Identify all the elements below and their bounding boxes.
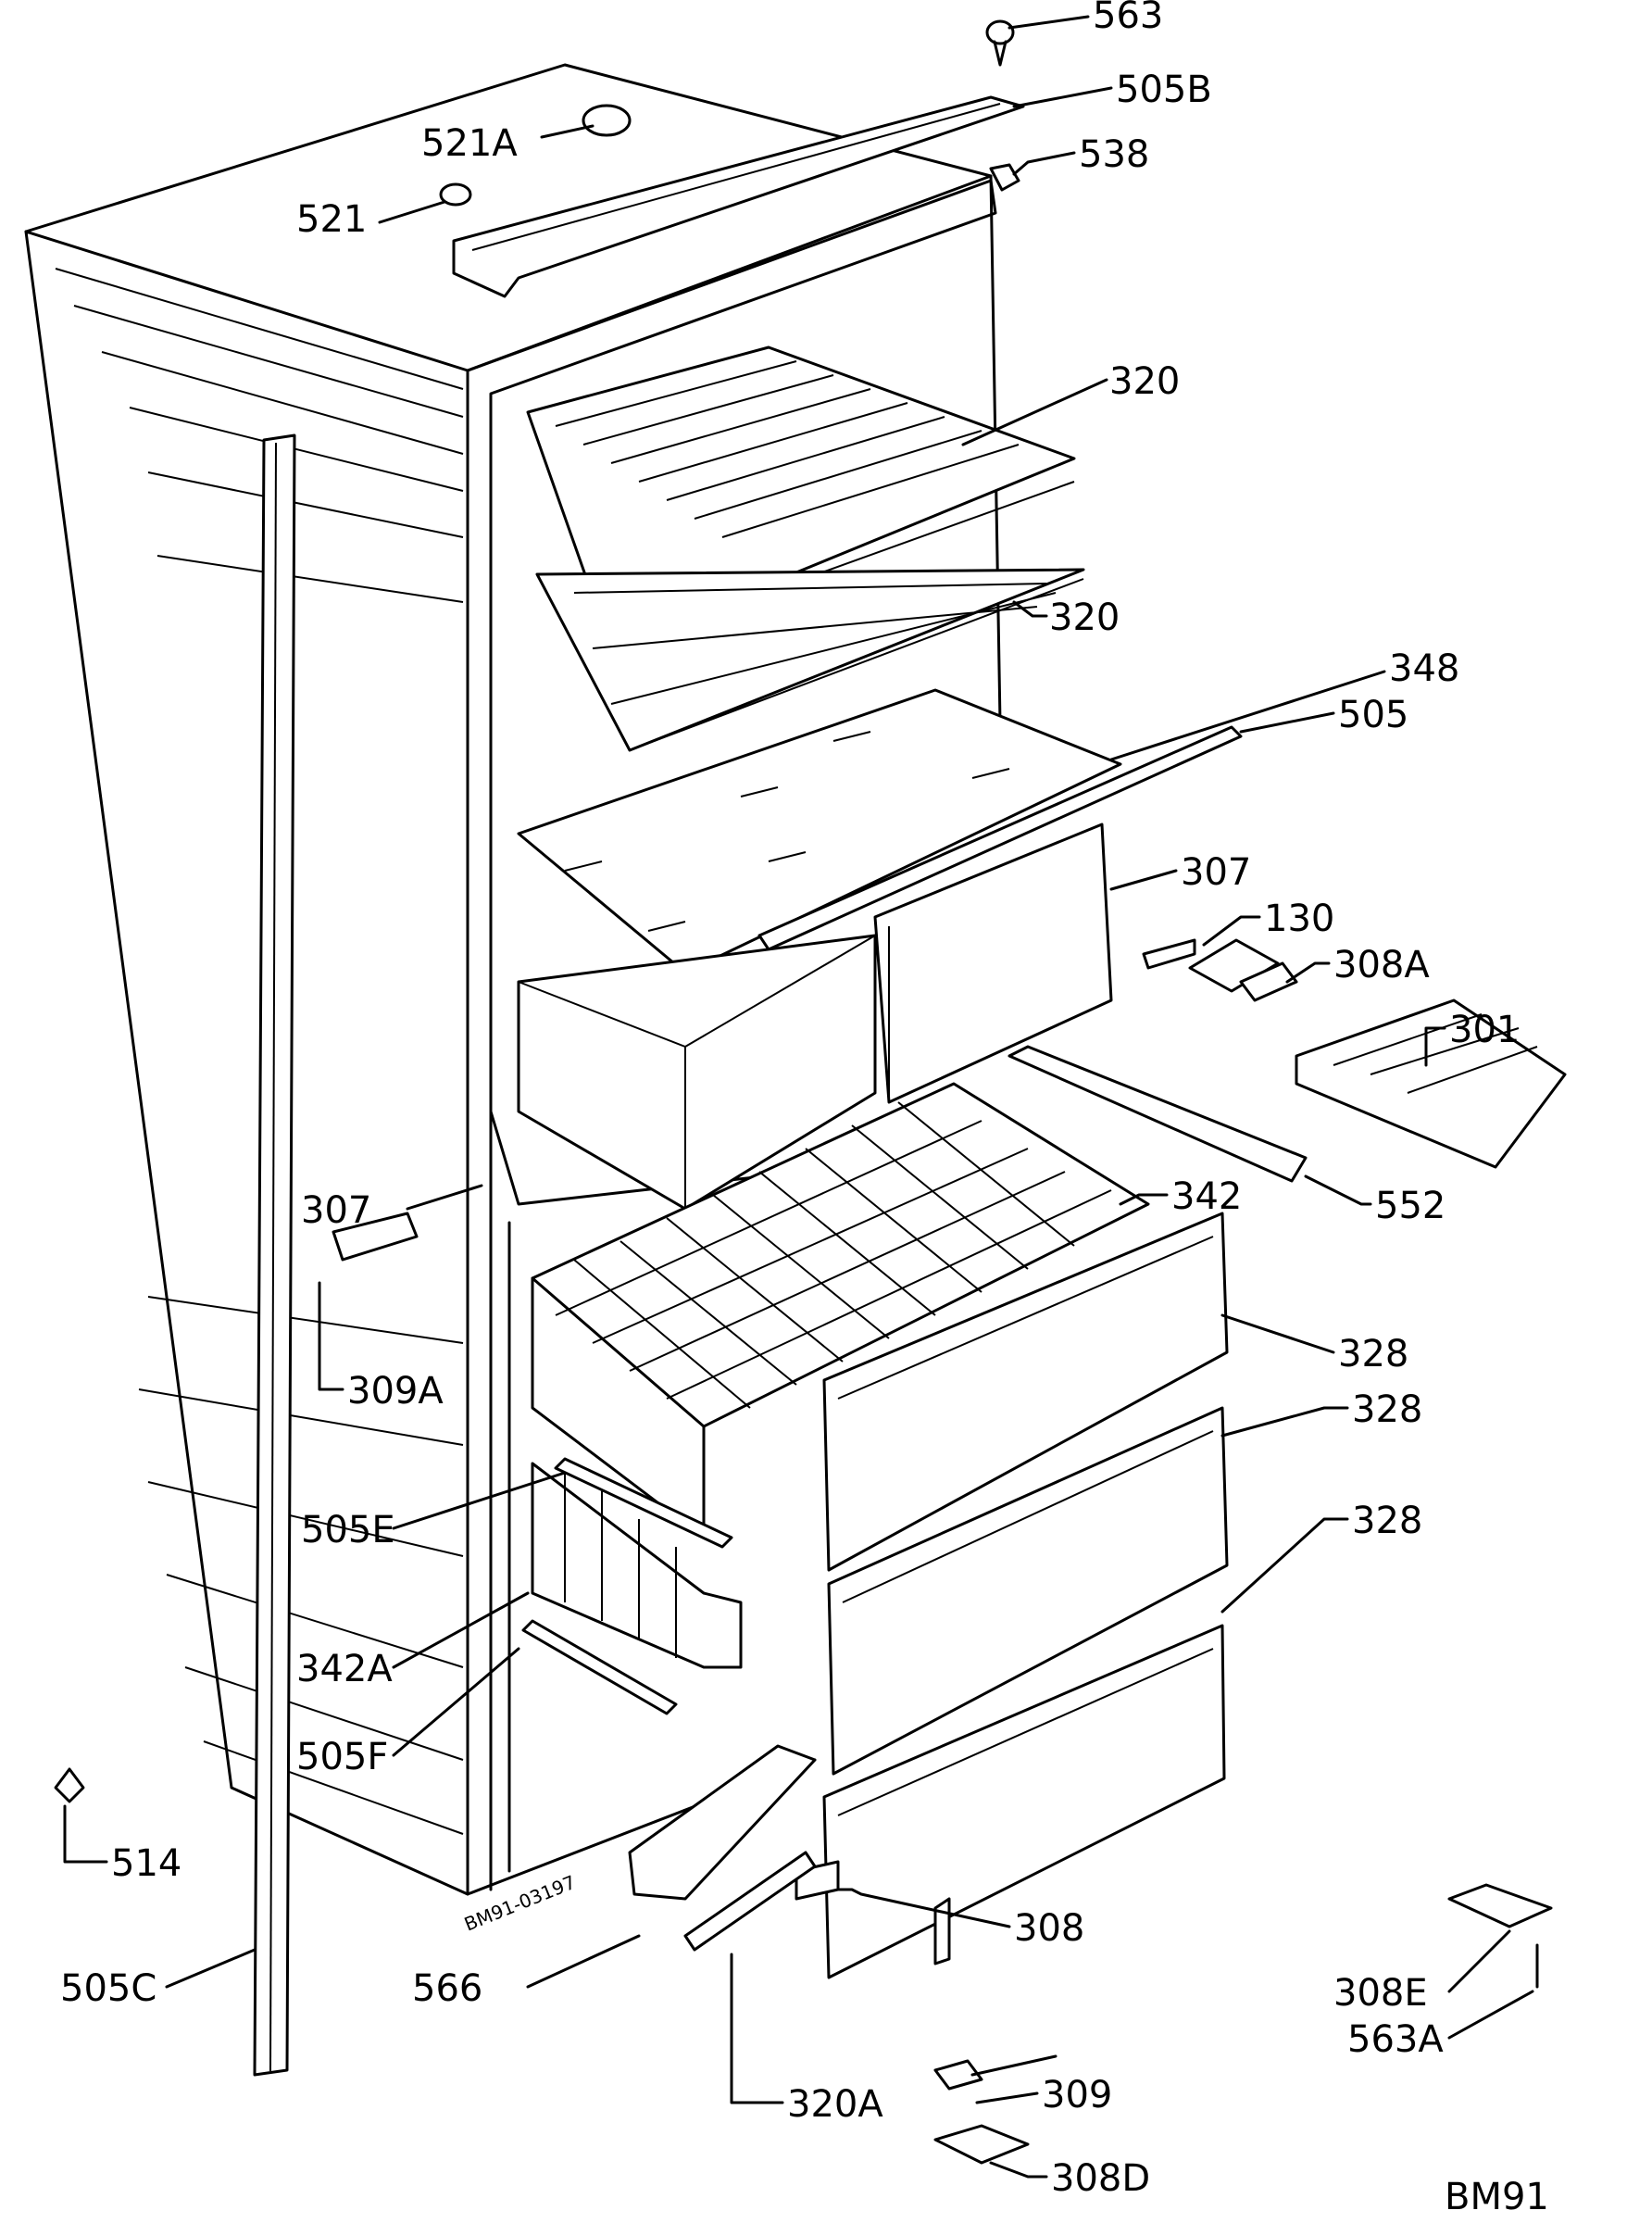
- label-552: 552: [1375, 1185, 1446, 1227]
- label-505e: 505E: [301, 1509, 395, 1551]
- part-labels: 563 505B 538 521A 521 320 320 348 505 30…: [60, 0, 1520, 2200]
- label-563a: 563A: [1347, 2018, 1444, 2061]
- flap-328-top: [822, 1212, 1229, 1572]
- rail-505: [757, 725, 1243, 951]
- label-307-left: 307: [301, 1189, 371, 1232]
- cabinet-body: [24, 63, 1002, 1896]
- label-505b: 505B: [1116, 69, 1212, 111]
- label-307-right: 307: [1181, 851, 1251, 894]
- drawer-307-left: [517, 934, 877, 1211]
- label-505c: 505C: [60, 1967, 156, 2010]
- drawer-307-right: [873, 823, 1113, 1104]
- basket-342a: [531, 1462, 743, 1669]
- label-301: 301: [1449, 1009, 1520, 1051]
- label-348: 348: [1389, 647, 1459, 690]
- label-328-1: 328: [1338, 1333, 1408, 1375]
- top-parts: [439, 19, 1020, 207]
- figure-id: BM91: [1445, 2176, 1549, 2218]
- label-505: 505: [1338, 694, 1408, 736]
- label-538: 538: [1079, 133, 1149, 176]
- label-320-top: 320: [1109, 360, 1180, 403]
- label-309a: 309A: [347, 1370, 444, 1413]
- label-342a: 342A: [296, 1648, 393, 1690]
- ice-tray-301: [1295, 998, 1567, 1169]
- label-328-2: 328: [1352, 1388, 1422, 1431]
- label-328-3: 328: [1352, 1500, 1422, 1542]
- wire-shelf-lower: [535, 568, 1085, 752]
- flap-328-bottom: [822, 1624, 1226, 1979]
- label-309: 309: [1042, 2074, 1112, 2116]
- rails-505e-505f: [521, 1457, 733, 1715]
- drawing-code: BM91-03197: [461, 1871, 579, 1936]
- label-320a: 320A: [787, 2083, 883, 2126]
- label-514: 514: [111, 1842, 181, 1885]
- flap-328-middle: [827, 1406, 1229, 1776]
- door-seal-505c: [253, 433, 296, 2077]
- label-320-bottom: 320: [1049, 597, 1120, 639]
- label-308e: 308E: [1333, 1972, 1428, 2015]
- label-342: 342: [1171, 1175, 1242, 1218]
- label-521: 521: [296, 198, 367, 241]
- label-308a: 308A: [1333, 944, 1430, 986]
- label-563: 563: [1093, 0, 1163, 37]
- label-308d: 308D: [1051, 2157, 1150, 2200]
- label-308: 308: [1014, 1907, 1084, 1950]
- rail-552: [1007, 1045, 1308, 1183]
- basket-342: [531, 1082, 1150, 1539]
- top-rail-505b: [452, 95, 1025, 298]
- leader-lines: [63, 15, 1534, 2179]
- label-130: 130: [1264, 898, 1334, 940]
- label-521a: 521A: [421, 122, 518, 165]
- label-566: 566: [412, 1967, 482, 2010]
- cover-plate-348: [517, 688, 1122, 974]
- hinge-parts: [54, 938, 1553, 2165]
- label-505f: 505F: [296, 1736, 388, 1778]
